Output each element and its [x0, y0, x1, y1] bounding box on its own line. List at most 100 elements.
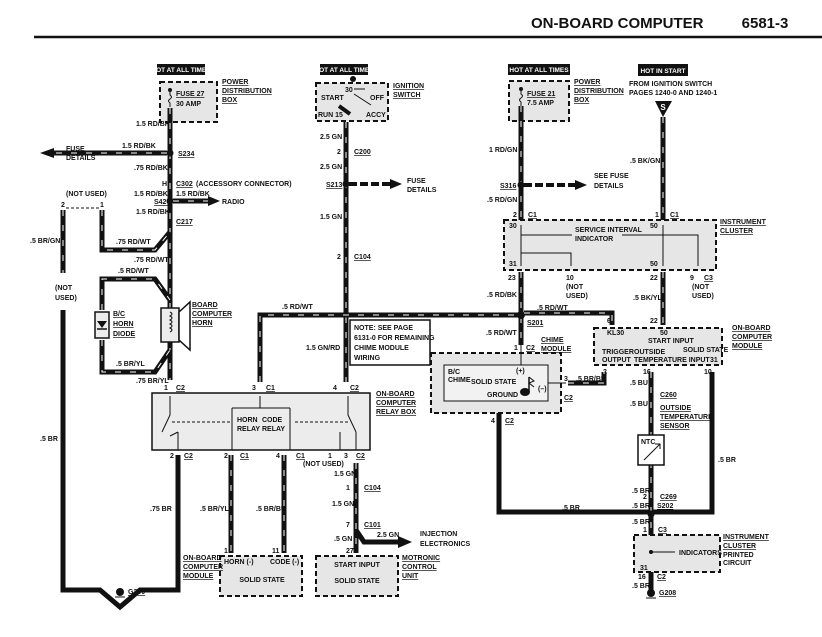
- hot-label-start: HOT IN START: [640, 68, 685, 75]
- connector-c217: C217: [176, 219, 193, 226]
- splice-s202: [647, 510, 655, 518]
- arrow-right-icon: [208, 196, 220, 206]
- relay-not-used: (NOT USED): [303, 461, 344, 468]
- relay-pin: 1: [328, 453, 332, 460]
- fuse-details-left-1: FUSE: [66, 146, 85, 153]
- connector-c1: C1: [670, 212, 679, 219]
- pin-label: 16: [638, 574, 646, 581]
- note-box: [349, 319, 431, 366]
- thermistor-icon: [643, 443, 661, 461]
- arrow-right-icon: [575, 180, 587, 190]
- indicators-label: INDICATORS: [679, 550, 722, 557]
- connector-c260: C260: [660, 392, 677, 399]
- connector-pin: 2: [337, 149, 341, 156]
- obc-outside-2: TEMPERATURE INPUT: [634, 357, 710, 364]
- not-used-a-1: (NOT: [566, 284, 584, 291]
- wire-label: .75 BR: [150, 506, 172, 513]
- from-ignition-2: PAGES 1240-0 AND 1240-1: [629, 90, 717, 97]
- ign-pos-accy: ACCY: [366, 112, 386, 119]
- fuse21-label: FUSE 21: [527, 91, 556, 98]
- injection-label-1: INJECTION: [420, 531, 457, 538]
- wire-label: 1.5 GN: [332, 501, 354, 508]
- hot-label-ignition: HOT AT ALL TIMES: [314, 67, 374, 74]
- see-fuse-1: SEE FUSE: [594, 173, 629, 180]
- ground-label-g208: G208: [659, 590, 676, 597]
- not-used-label: (NOT USED): [66, 191, 107, 198]
- wire-label: .5 BK/GN: [630, 158, 660, 165]
- note-line-4: WIRING: [354, 355, 381, 362]
- ntc-sensor-box: [637, 434, 665, 466]
- wire-br-ground-loop: [496, 372, 715, 515]
- sensor-name-1: OUTSIDE: [660, 405, 691, 412]
- obc-lower-name-2: COMPUTER: [183, 564, 223, 571]
- obc-state: SOLID STATE: [239, 577, 285, 584]
- wire-label: .5 RD/WT: [282, 304, 313, 311]
- connector-c104-lower: C104: [364, 485, 381, 492]
- connector-c3: C3: [658, 527, 667, 534]
- chime-minus: (–): [538, 386, 547, 393]
- pin-label: 10: [704, 369, 712, 376]
- wire-label: .5 RD/WT: [537, 305, 568, 312]
- wire-label: .5 BR: [632, 503, 650, 510]
- cluster-pc-name-1: INSTRUMENT: [723, 534, 770, 541]
- wire-label: .5 RD/GN: [487, 197, 517, 204]
- obc-t50: 50: [660, 330, 668, 337]
- pdb-right-name-2: DISTRIBUTION: [574, 88, 624, 95]
- splice-label-s201: S201: [527, 320, 543, 327]
- wire-label: .75 BR/YL: [136, 378, 169, 385]
- splice-s201: [517, 311, 525, 319]
- fuse21-amp: 7.5 AMP: [527, 100, 554, 107]
- wire-label: .5 BU: [630, 380, 648, 387]
- ign-terminal-30: 30: [345, 87, 353, 94]
- relay-pin: 2: [170, 453, 174, 460]
- pin-label: 3: [564, 376, 568, 383]
- cluster-t31: 31: [509, 261, 517, 268]
- pin-label: 27: [346, 548, 354, 555]
- wire-label: .75 RD/WT: [134, 257, 169, 264]
- ign-pos-start: START: [321, 95, 345, 102]
- chime-bc-2: CHIME: [448, 377, 471, 384]
- fuse-icon: [168, 90, 172, 107]
- connector-c302: C302: [176, 181, 193, 188]
- relay-pin: 3: [344, 453, 348, 460]
- pin-label: 11: [272, 548, 280, 555]
- start-signal-icon: [655, 101, 672, 117]
- connector-pin: H: [162, 181, 167, 188]
- connector-pin: 2: [337, 254, 341, 261]
- instrument-cluster-box: [503, 219, 717, 271]
- cluster-t50: 50: [650, 223, 658, 230]
- cluster-name-2: CLUSTER: [720, 228, 753, 235]
- diode-name-3: DIODE: [113, 331, 136, 338]
- relay-conn: C2: [356, 453, 365, 460]
- fuse-icon: [519, 89, 523, 106]
- hot-badge-ignition: [320, 64, 368, 75]
- wire-label: .5 BR/YL: [116, 361, 146, 368]
- wire-label: .5 RD/WT: [486, 330, 517, 337]
- wire-injection: [353, 528, 400, 545]
- wire-label: .75 RD/WT: [116, 239, 151, 246]
- switch-contact-icon: [353, 88, 372, 106]
- chime-name-1: CHIME: [541, 337, 564, 344]
- relay-box-name-1: ON-BOARD: [376, 391, 415, 398]
- cluster-name-1: INSTRUMENT: [720, 219, 767, 226]
- wire-label: 2.5 GN: [377, 532, 399, 539]
- chime-conn: C2: [564, 395, 573, 402]
- code-relay-switch: [339, 396, 357, 450]
- fuse27-amp: 30 AMP: [176, 101, 201, 108]
- page-title: ON-BOARD COMPUTER: [531, 15, 704, 32]
- obc-kl30: KL30: [607, 330, 624, 337]
- wire-label: .5 BR/GN: [30, 238, 60, 245]
- note-line-3: CHIME MODULE: [354, 345, 409, 352]
- arrow-right-icon: [398, 536, 412, 548]
- horn-name-3: HORN: [192, 320, 213, 327]
- relay-pin: 3: [252, 385, 256, 392]
- cluster-t50b: 50: [650, 261, 658, 268]
- start-signal-symbol: S: [660, 103, 666, 112]
- sensor-name-2: TEMPERATURE: [660, 414, 713, 421]
- wire-label: 1.5 RD/BK: [176, 191, 210, 198]
- pdb-left-name-1: POWER: [222, 79, 248, 86]
- splice-s420: [166, 197, 174, 205]
- obc-lower-name-3: MODULE: [183, 573, 214, 580]
